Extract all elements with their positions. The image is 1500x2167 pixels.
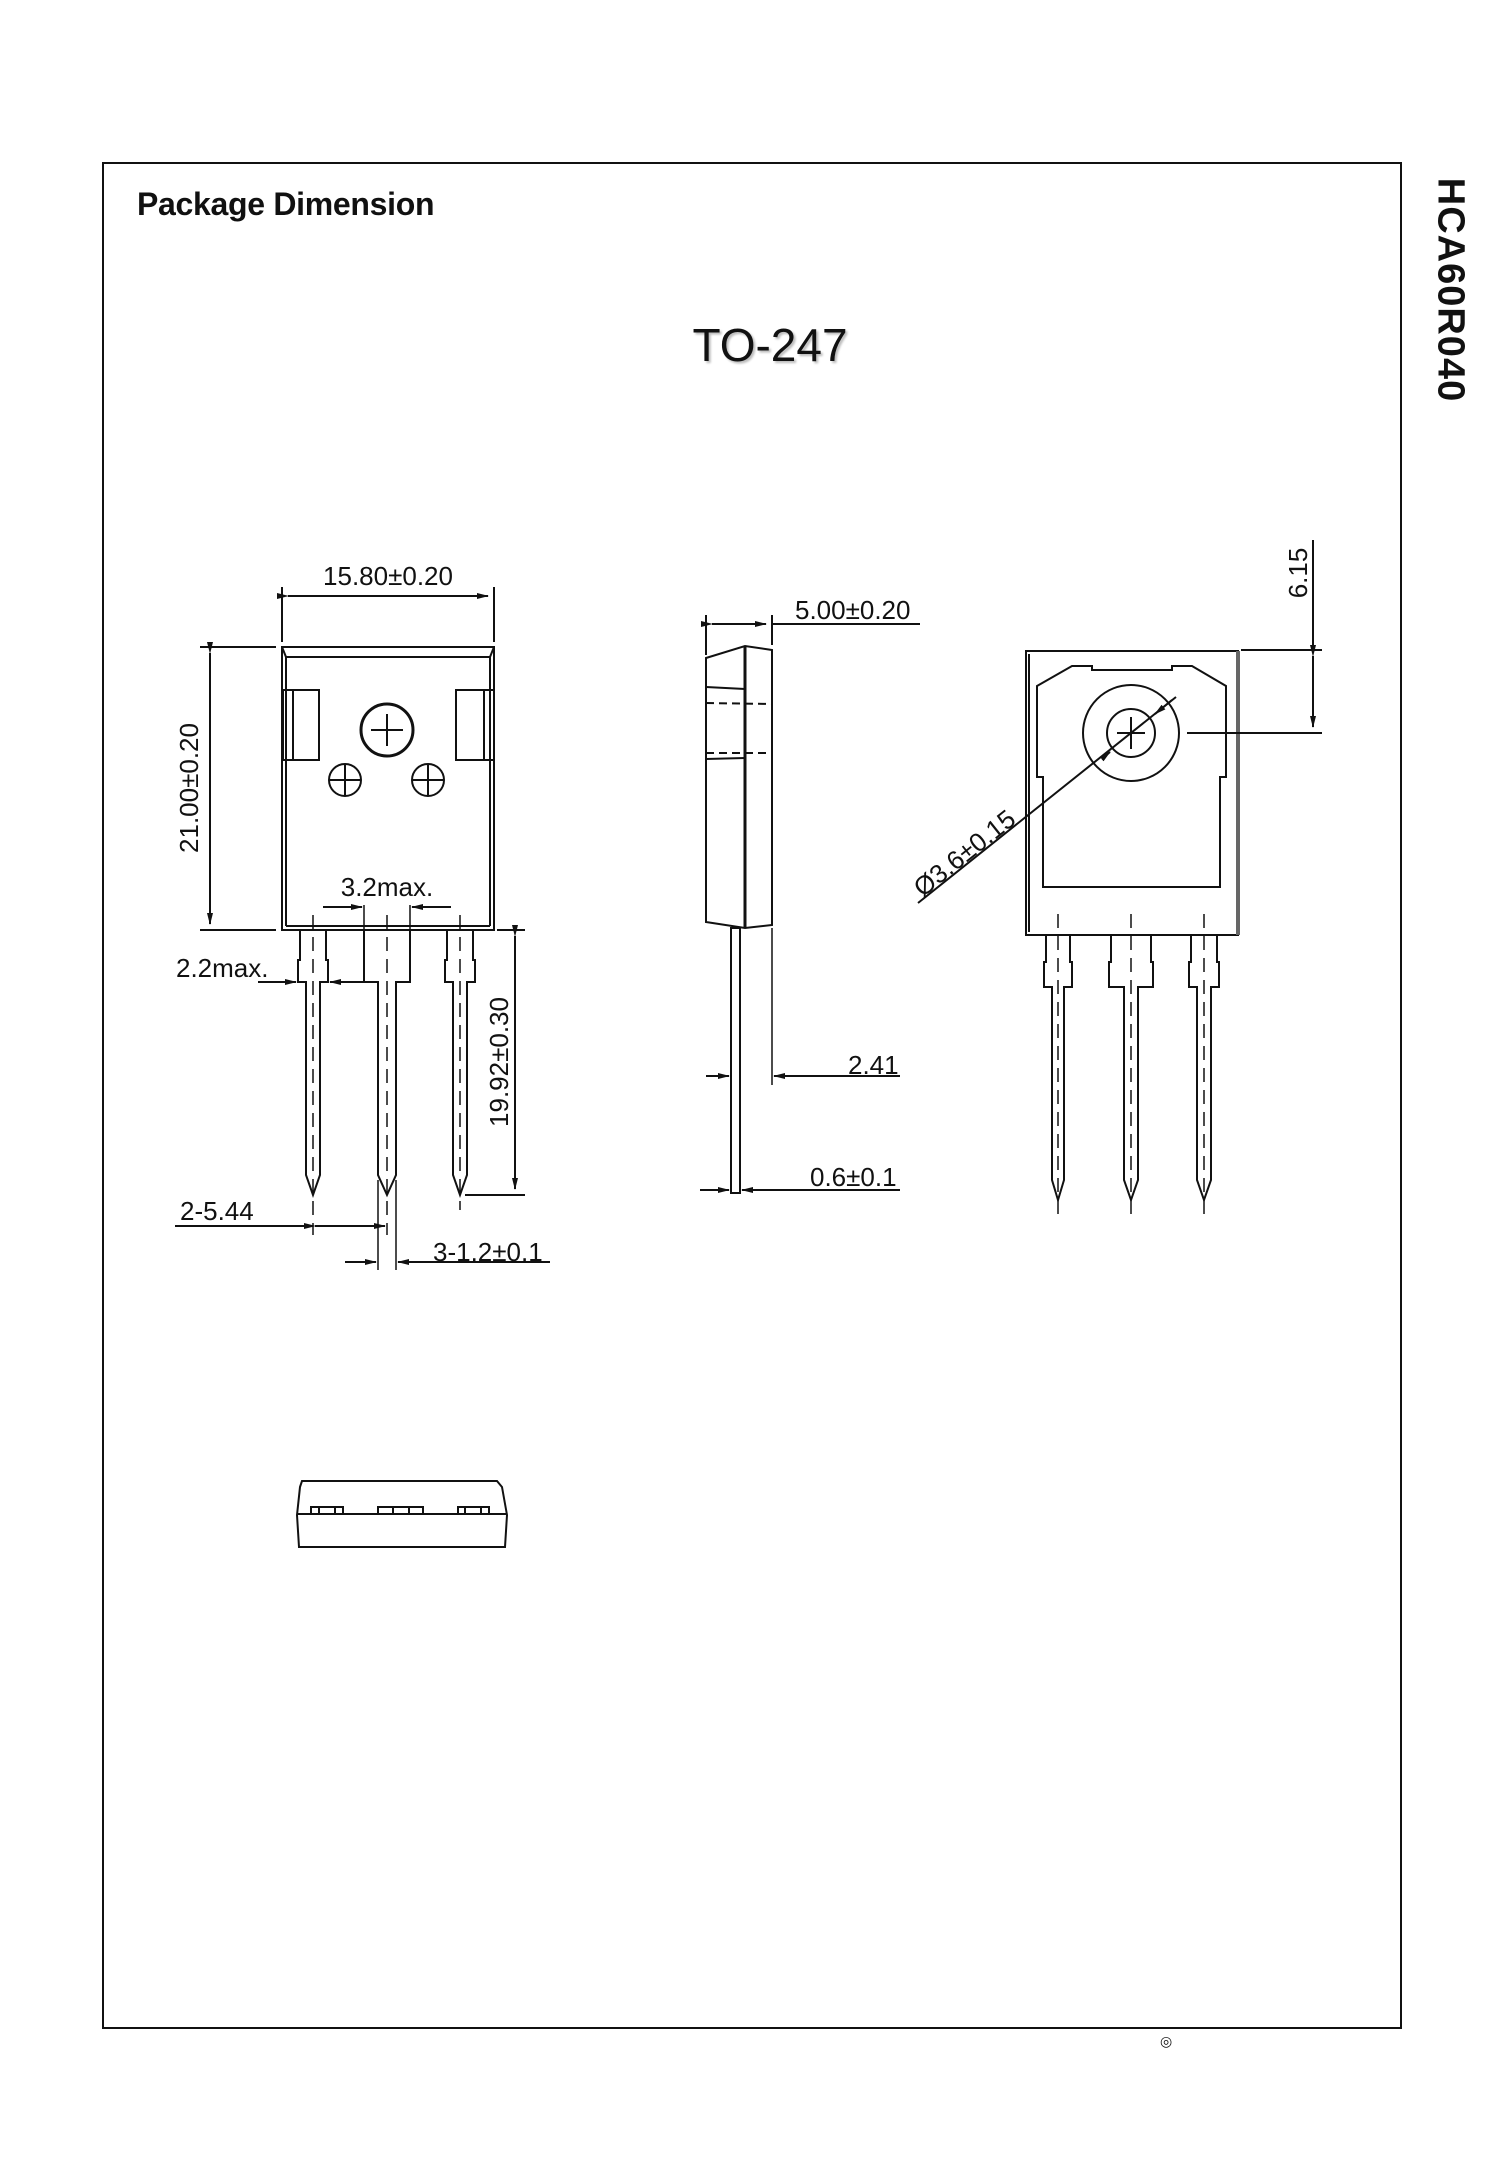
dim-lead-width: 3-1.2±0.1	[433, 1237, 543, 1267]
front-view	[175, 587, 550, 1270]
section-title: Package Dimension	[137, 186, 435, 222]
side-view	[700, 615, 920, 1194]
dim-width: 15.80±0.20	[323, 561, 453, 591]
footer-symbol: ◎	[1160, 2033, 1173, 2049]
back-view	[917, 540, 1322, 1215]
package-name: TO-247	[692, 319, 848, 371]
dim-lead-offset: 2.41	[848, 1050, 899, 1080]
dim-lead-pitch: 2-5.44	[180, 1196, 254, 1226]
page-frame	[102, 162, 1402, 2029]
dim-lead-thickness: 0.6±0.1	[810, 1162, 897, 1192]
end-view	[295, 1480, 509, 1548]
dim-hole-diameter: Ø3.6±0.15	[908, 803, 1021, 902]
dim-thickness: 5.00±0.20	[795, 595, 910, 625]
dim-lead-length: 19.92±0.30	[484, 997, 514, 1127]
dim-hole-offset: 6.15	[1283, 548, 1313, 599]
dim-height: 21.00±0.20	[174, 723, 204, 853]
dim-shoulder-spacing: 3.2max.	[341, 872, 434, 902]
dim-shoulder-width: 2.2max.	[176, 953, 269, 983]
